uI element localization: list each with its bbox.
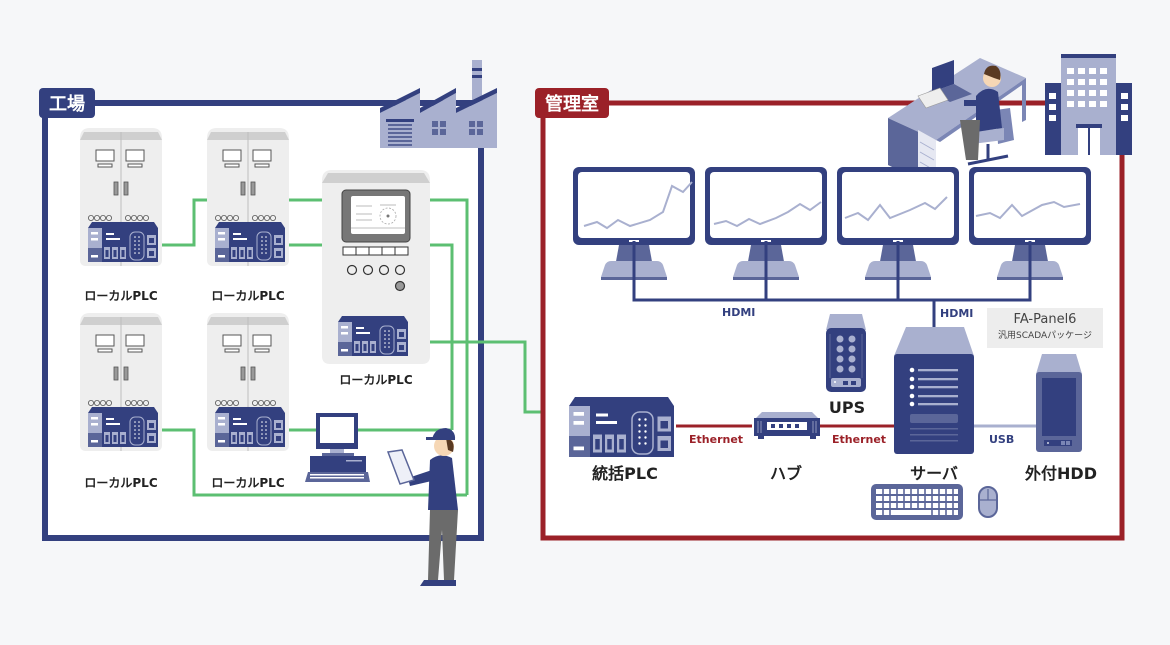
external-hdd-device[interactable] [1036, 354, 1082, 452]
hdmi-label-monitors: HDMI [722, 306, 756, 319]
local-plc-label-1: ローカルPLC [84, 289, 158, 303]
local-plc-cabinet-4[interactable] [80, 313, 162, 451]
server-label: サーバ [910, 464, 958, 483]
hub-device[interactable] [754, 412, 820, 439]
worker-with-tablet-icon [386, 428, 458, 586]
hdmi-cables [632, 241, 1032, 330]
local-plc-panel-cabinet-3[interactable] [322, 170, 430, 364]
server-device[interactable] [894, 327, 974, 454]
master-plc-label: 統括PLC [592, 464, 658, 483]
software-name: FA-Panel6 [1013, 312, 1077, 327]
local-plc-cabinet-2[interactable] [207, 128, 289, 266]
ethernet-label-left: Ethernet [689, 433, 744, 446]
keyboard-icon [871, 484, 963, 520]
monitor-2[interactable] [705, 167, 827, 280]
monitor-1[interactable] [573, 167, 695, 280]
mouse-icon [978, 486, 998, 518]
factory-building-icon [380, 60, 497, 148]
desktop-pc-icon [305, 413, 370, 482]
hub-label: ハブ [769, 464, 802, 483]
local-plc-cabinet-5[interactable] [207, 313, 289, 451]
local-plc-label-3: ローカルPLC [339, 373, 413, 387]
control-room-zone-label: 管理室 [535, 88, 609, 118]
monitor-3[interactable] [837, 167, 959, 280]
ethernet-label-right: Ethernet [832, 433, 887, 446]
factory-zone-label: 工場 [39, 88, 95, 118]
factory-network-lines [150, 198, 570, 497]
local-plc-cabinet-1[interactable] [80, 128, 162, 266]
master-plc-device[interactable] [568, 396, 675, 458]
hdmi-label-server: HDMI [940, 307, 974, 320]
scada-software-box: FA-Panel6 汎用SCADAパッケージ [987, 308, 1103, 348]
external-hdd-label: 外付HDD [1025, 464, 1097, 483]
monitor-4[interactable] [969, 167, 1091, 280]
office-building-icon [1045, 54, 1132, 155]
local-plc-label-5: ローカルPLC [211, 476, 285, 490]
ups-device[interactable] [826, 314, 866, 392]
software-description: 汎用SCADAパッケージ [998, 331, 1092, 341]
usb-label: USB [989, 433, 1015, 446]
local-plc-label-2: ローカルPLC [211, 289, 285, 303]
ups-label: UPS [828, 398, 866, 417]
local-plc-label-4: ローカルPLC [84, 476, 158, 490]
office-worker-desk-icon [888, 58, 1026, 188]
